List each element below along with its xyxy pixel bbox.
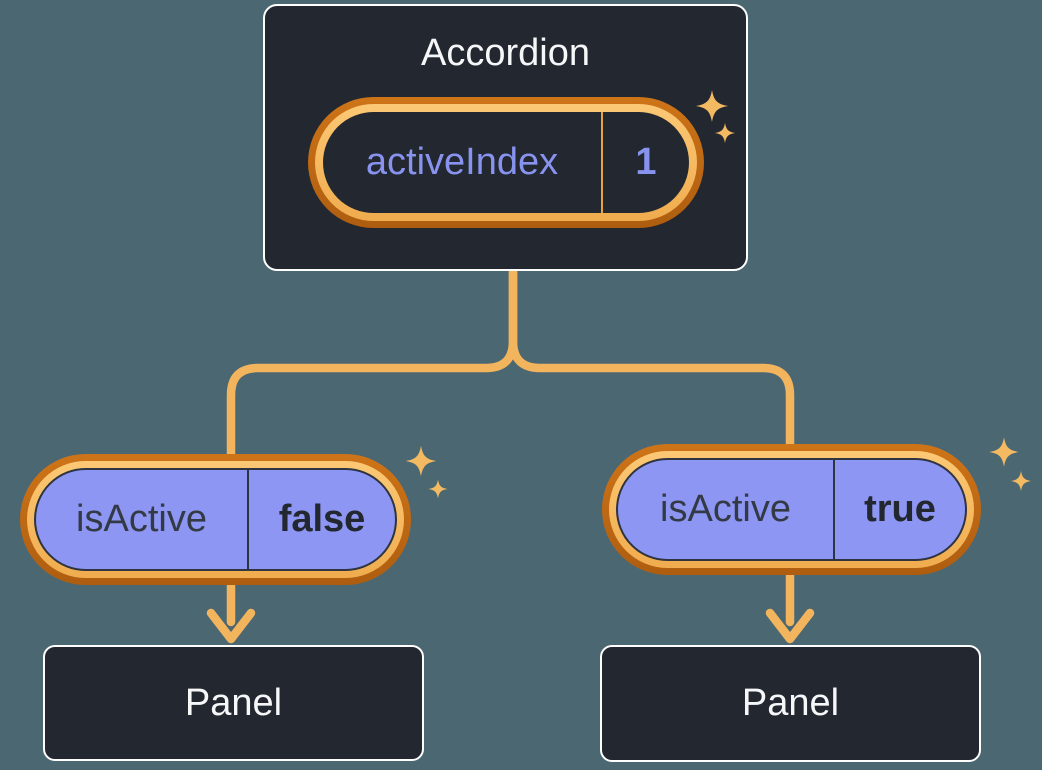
sparkle-icon	[405, 445, 437, 477]
accordion-title: Accordion	[421, 32, 590, 74]
prop-name-right: isActive	[660, 488, 791, 530]
prop-pill-isactive-right: isActive true	[602, 444, 981, 575]
prop-pill-right-inner-ring: isActive true	[609, 451, 974, 568]
sparkle-icon	[989, 437, 1019, 467]
prop-pill-left-inner-ring: isActive false	[27, 461, 404, 578]
arrow-head-right-icon	[765, 608, 815, 644]
state-pill-inner-ring: activeIndex 1	[315, 104, 697, 221]
state-pill-activeindex: activeIndex 1	[308, 97, 704, 228]
prop-pill-right-core: isActive true	[616, 458, 967, 561]
sparkle-icon	[1010, 470, 1032, 492]
prop-pill-isactive-left: isActive false	[20, 454, 411, 585]
prop-name-left: isActive	[76, 498, 207, 540]
state-pill-core: activeIndex 1	[323, 112, 689, 213]
panel-title-left: Panel	[184, 681, 283, 724]
sparkle-icon	[428, 479, 448, 499]
panel-box-left: Panel	[43, 645, 424, 761]
prop-pill-left-core: isActive false	[34, 468, 397, 571]
prop-value-right: true	[833, 460, 965, 559]
state-name: activeIndex	[365, 141, 559, 183]
state-value: 1	[601, 112, 689, 213]
panel-title-right: Panel	[741, 682, 840, 724]
arrow-head-left-icon	[206, 608, 256, 644]
prop-value-left: false	[247, 470, 395, 569]
panel-box-right: Panel	[600, 645, 981, 762]
